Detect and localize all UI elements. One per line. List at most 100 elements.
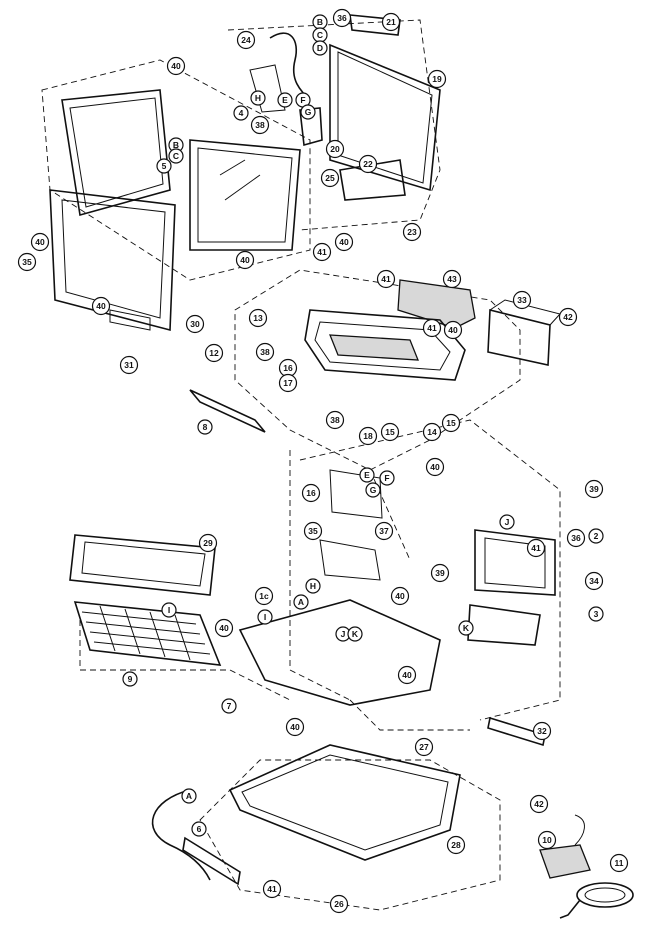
callout-text: 42: [534, 799, 544, 809]
callout-text: F: [300, 95, 305, 105]
top-case-frame: [304, 309, 466, 381]
callout-text: 15: [446, 418, 456, 428]
callout-text: 18: [363, 431, 373, 441]
callout-circle: [422, 422, 442, 442]
callout-J: J: [499, 514, 515, 530]
callout-text: 7: [227, 701, 232, 711]
callout-9: 9: [122, 671, 138, 687]
callout-40: 40: [166, 56, 186, 76]
callout-text: 40: [430, 462, 440, 472]
speaker-cable: [151, 789, 211, 881]
callout-circle: [381, 12, 401, 32]
callout-circle: [414, 737, 434, 757]
callout-15: 15: [380, 422, 400, 442]
callout-41: 41: [526, 538, 546, 558]
callout-circle: [584, 571, 604, 591]
callout-text: B: [173, 140, 179, 150]
callout-circle: [558, 307, 578, 327]
callout-G: G: [365, 482, 381, 498]
callout-text: 31: [124, 360, 134, 370]
callout-circle: [446, 835, 466, 855]
power-cord: [559, 882, 634, 919]
callout-circle: [301, 483, 321, 503]
callout-40: 40: [425, 457, 445, 477]
bottom-case: [228, 744, 461, 861]
callout-40: 40: [30, 232, 50, 252]
callout-23: 23: [402, 222, 422, 242]
callout-circle: [358, 154, 378, 174]
callout-41: 41: [262, 879, 282, 899]
callout-38: 38: [250, 115, 270, 135]
callout-35: 35: [303, 521, 323, 541]
hinge-cover-strip: [189, 389, 266, 433]
callout-I: I: [257, 609, 273, 625]
callout-39: 39: [430, 563, 450, 583]
callout-4: 4: [233, 105, 249, 121]
callout-text: K: [352, 629, 359, 639]
callout-text: G: [370, 485, 377, 495]
callout-circle: [334, 232, 354, 252]
callout-40: 40: [214, 618, 234, 638]
callout-circle: [17, 252, 37, 272]
callout-text: 8: [203, 422, 208, 432]
callout-3: 3: [588, 606, 604, 622]
lcd-panel-rear: [61, 89, 171, 217]
callout-circle: [168, 148, 184, 164]
callout-40: 40: [91, 296, 111, 316]
callout-circle: [181, 788, 197, 804]
callout-circle: [262, 879, 282, 899]
callout-text: 34: [589, 576, 599, 586]
callout-circle: [499, 514, 515, 530]
callout-circle: [325, 139, 345, 159]
callout-text: 41: [531, 543, 541, 553]
callout-42: 42: [529, 794, 549, 814]
callout-text: 40: [395, 591, 405, 601]
callout-27: 27: [414, 737, 434, 757]
callout-text: 27: [419, 742, 429, 752]
callout-35: 35: [17, 252, 37, 272]
callout-circle: [584, 479, 604, 499]
callout-text: 33: [517, 295, 527, 305]
callout-circle: [293, 594, 309, 610]
callout-B: B: [168, 137, 184, 153]
callout-circle: [214, 618, 234, 638]
callout-circle: [442, 269, 462, 289]
callout-circle: [422, 318, 442, 338]
callout-text: 38: [255, 120, 265, 130]
callout-circle: [235, 250, 255, 270]
callout-text: 40: [35, 237, 45, 247]
callout-circle: [250, 115, 270, 135]
callout-10: 10: [537, 830, 557, 850]
callout-38: 38: [325, 410, 345, 430]
callout-circle: [566, 528, 586, 548]
callout-32: 32: [532, 721, 552, 741]
callout-text: 4: [239, 108, 244, 118]
callout-E: E: [359, 467, 375, 483]
callout-36: 36: [566, 528, 586, 548]
callout-text: 28: [451, 840, 461, 850]
callout-text: 41: [427, 323, 437, 333]
callout-text: 39: [589, 484, 599, 494]
cd-drive: [487, 299, 561, 366]
callout-circle: [278, 373, 298, 393]
callout-text: 9: [128, 674, 133, 684]
callout-circle: [402, 222, 422, 242]
callout-text: A: [298, 597, 304, 607]
callout-F: F: [379, 470, 395, 486]
callout-24: 24: [236, 30, 256, 50]
callout-text: J: [341, 629, 346, 639]
callout-circle: [185, 314, 205, 334]
callout-circle: [156, 158, 172, 174]
callout-text: E: [282, 95, 288, 105]
callout-33: 33: [512, 290, 532, 310]
callout-circle: [380, 422, 400, 442]
callout-circle: [91, 296, 111, 316]
callout-text: A: [186, 791, 192, 801]
callout-circle: [359, 467, 375, 483]
callout-28: 28: [446, 835, 466, 855]
lcd-panel-glass: [189, 139, 301, 251]
callout-text: 25: [325, 173, 335, 183]
callout-20: 20: [325, 139, 345, 159]
callout-text: 6: [197, 824, 202, 834]
